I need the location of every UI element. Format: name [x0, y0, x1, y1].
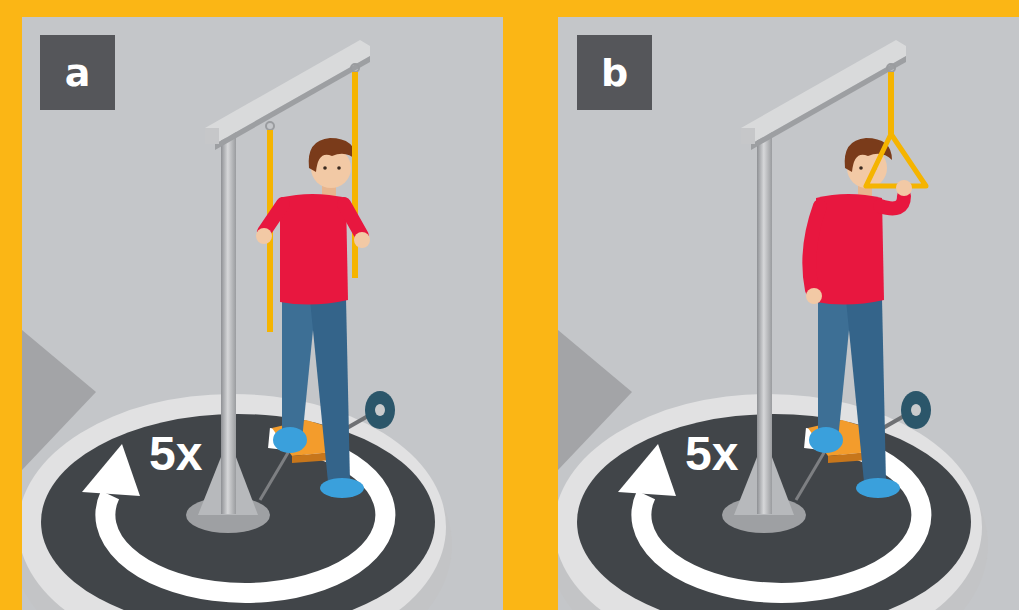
repetition-count: 5x [149, 430, 202, 478]
panel-letter: a [65, 54, 91, 92]
hand [896, 180, 912, 196]
hand [354, 232, 370, 248]
rope [888, 72, 894, 134]
panel-b-content [558, 17, 1019, 610]
triangle-handle [866, 134, 926, 186]
hook [351, 64, 359, 72]
arm [809, 206, 820, 290]
panel-a [22, 17, 503, 610]
panel-label-box: a [40, 35, 115, 110]
scene [558, 40, 988, 610]
rope [352, 72, 358, 278]
arm [344, 204, 362, 236]
hook [887, 64, 895, 72]
panel-b [548, 17, 1019, 610]
scene [22, 40, 452, 610]
hand [256, 228, 272, 244]
arm [880, 196, 904, 208]
panel-label-box: b [577, 35, 652, 110]
arm [264, 204, 283, 232]
repetition-count: 5x [685, 430, 738, 478]
panel-letter: b [601, 54, 628, 92]
hook [266, 122, 274, 130]
hand [806, 288, 822, 304]
